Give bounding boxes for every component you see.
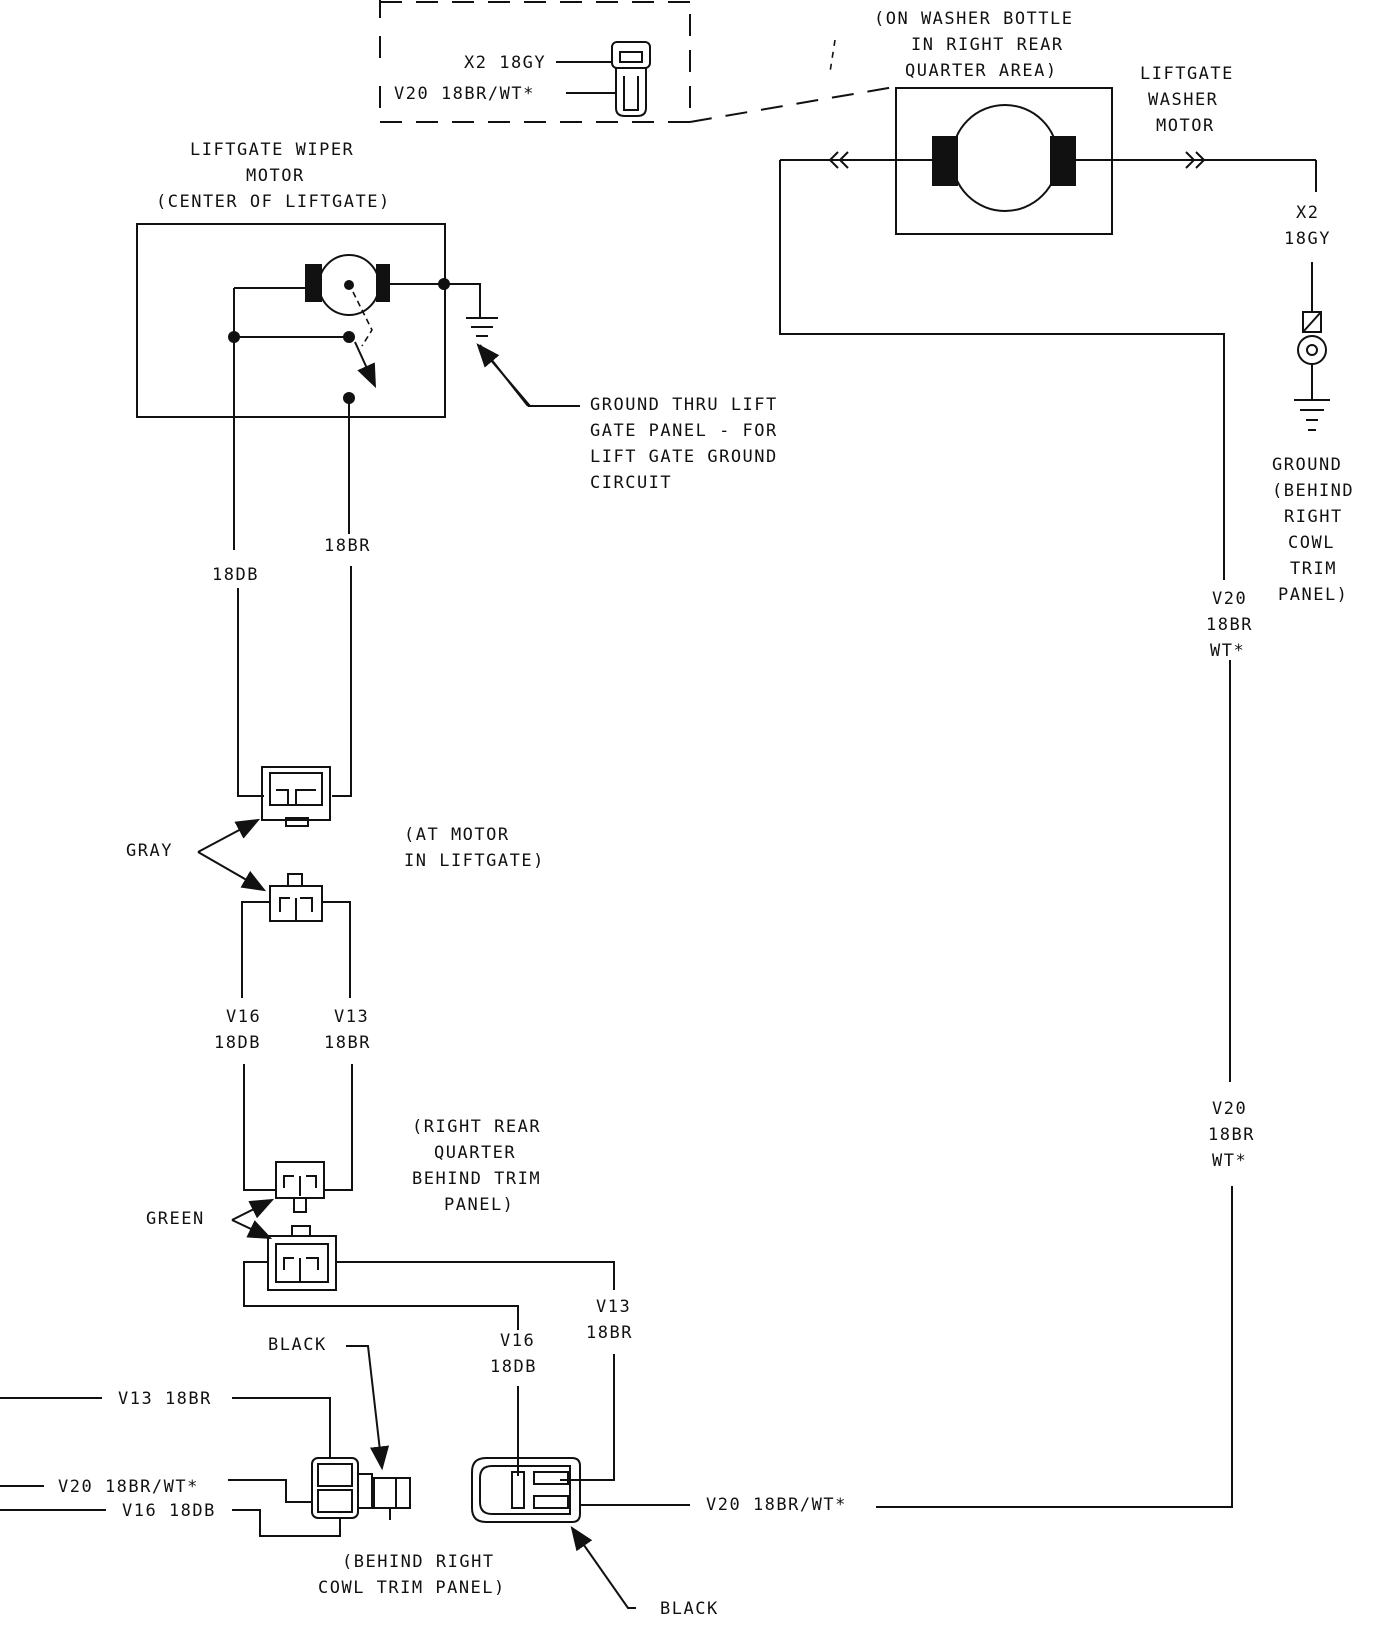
wire-v13-to-black [560, 1354, 615, 1481]
inset-x2-label: X2 18GY [464, 53, 546, 73]
left-v13-label: V13 18BR [118, 1389, 212, 1409]
washer-loc-line2: IN RIGHT REAR [911, 35, 1064, 55]
bottom-v20-label: V20 18BR/WT* [706, 1495, 847, 1515]
ground-cowl-2: (BEHIND [1272, 481, 1354, 501]
right-rear-2: QUARTER [434, 1143, 516, 1163]
wiper-motor: LIFTGATE WIPER MOTOR (CENTER OF LIFTGATE… [136, 140, 778, 550]
wire-18br [332, 566, 352, 797]
ground-cowl-4: COWL [1288, 533, 1335, 553]
v20-right-a-2: 18BR [1206, 615, 1253, 635]
wire-18db [237, 588, 264, 797]
left-wires: V13 18BR V20 18BR/WT* V16 18DB [0, 1389, 341, 1537]
ground-cowl-1: GROUND [1272, 455, 1342, 475]
at-motor-1: (AT MOTOR [404, 825, 510, 845]
v20-right-a-1: V20 [1212, 589, 1247, 609]
black-connector-right: V20 18BR/WT* BLACK [471, 1457, 847, 1619]
x2-label-1: X2 [1296, 203, 1319, 223]
right-rear-4: PANEL) [444, 1195, 514, 1215]
v20-wire-lower [876, 1186, 1233, 1508]
green-connector-pair: GREEN (RIGHT REAR QUARTER BEHIND TRIM PA… [146, 1117, 541, 1291]
v16-low-2: 18DB [490, 1357, 537, 1377]
gray-connector-pair: GRAY (AT MOTOR IN LIFTGATE) [126, 766, 545, 922]
at-motor-2: IN LIFTGATE) [404, 851, 545, 871]
v13-mid-2: 18BR [324, 1033, 371, 1053]
washer-motor-line2: WASHER [1148, 90, 1218, 110]
behind-cowl-2: COWL TRIM PANEL) [318, 1578, 506, 1598]
washer-motor-line3: MOTOR [1156, 116, 1215, 136]
ground-cowl-5: TRIM [1290, 559, 1337, 579]
v16-low-1: V16 [500, 1331, 535, 1351]
v16-mid-1: V16 [226, 1007, 261, 1027]
v13-mid-1: V13 [334, 1007, 369, 1027]
v20-right-a-3: WT* [1210, 641, 1245, 661]
v20-right-b-3: WT* [1212, 1151, 1247, 1171]
wire-v16-lower [243, 1064, 276, 1191]
ground-lift-4: CIRCUIT [590, 473, 672, 493]
wiper-motor-line2: MOTOR [246, 166, 305, 186]
v20-right-b-1: V20 [1212, 1099, 1247, 1119]
ground-cowl-3: RIGHT [1284, 507, 1343, 527]
black-bottom-label: BLACK [660, 1599, 719, 1619]
inset-v20-label: V20 18BR/WT* [394, 84, 535, 104]
wire-v16-cowl [243, 1261, 519, 1330]
right-rear-3: BEHIND TRIM [412, 1169, 541, 1189]
black-top-label: BLACK [268, 1335, 327, 1355]
wire-v13-upper [322, 901, 351, 998]
v13-low-2: 18BR [586, 1323, 633, 1343]
behind-cowl-1: (BEHIND RIGHT [342, 1552, 495, 1572]
ground-lift-2: GATE PANEL - FOR [590, 421, 778, 441]
washer-motor: (ON WASHER BOTTLE IN RIGHT REAR QUARTER … [780, 9, 1316, 235]
washer-loc-line3: QUARTER AREA) [905, 61, 1058, 81]
ground-lift-1: GROUND THRU LIFT [590, 395, 778, 415]
wiper-motor-line1: LIFTGATE WIPER [190, 140, 354, 160]
left-v20-label: V20 18BR/WT* [58, 1477, 199, 1497]
inset-connector-box: X2 18GY V20 18BR/WT* [379, 0, 901, 123]
right-rear-1: (RIGHT REAR [412, 1117, 541, 1137]
washer-motor-line1: LIFTGATE [1140, 64, 1234, 84]
wire-18br-label: 18BR [324, 536, 371, 556]
wire-v16-upper [241, 901, 270, 998]
washer-v20-wire [779, 160, 1225, 580]
ground-lift-3: LIFT GATE GROUND [590, 447, 778, 467]
ground-cowl-6: PANEL) [1278, 585, 1348, 605]
v16-mid-2: 18DB [214, 1033, 261, 1053]
x2-label-2: 18GY [1284, 229, 1331, 249]
v20-right-b-2: 18BR [1208, 1125, 1255, 1145]
v13-low-1: V13 [596, 1297, 631, 1317]
wiper-motor-line3: (CENTER OF LIFTGATE) [156, 192, 391, 212]
black-connector-left: BLACK [268, 1335, 411, 1520]
wire-18db-label: 18DB [212, 565, 259, 585]
gray-label: GRAY [126, 841, 173, 861]
wire-v13-cowl [336, 1261, 615, 1290]
washer-loc-line1: (ON WASHER BOTTLE [874, 9, 1074, 29]
wire-v13-lower [324, 1064, 353, 1191]
x2-ground-branch: X2 18GY GROUND (BEHIND RIGHT COWL TRIM P… [1272, 160, 1354, 605]
green-label: GREEN [146, 1209, 205, 1229]
left-v16-label: V16 18DB [122, 1501, 216, 1521]
